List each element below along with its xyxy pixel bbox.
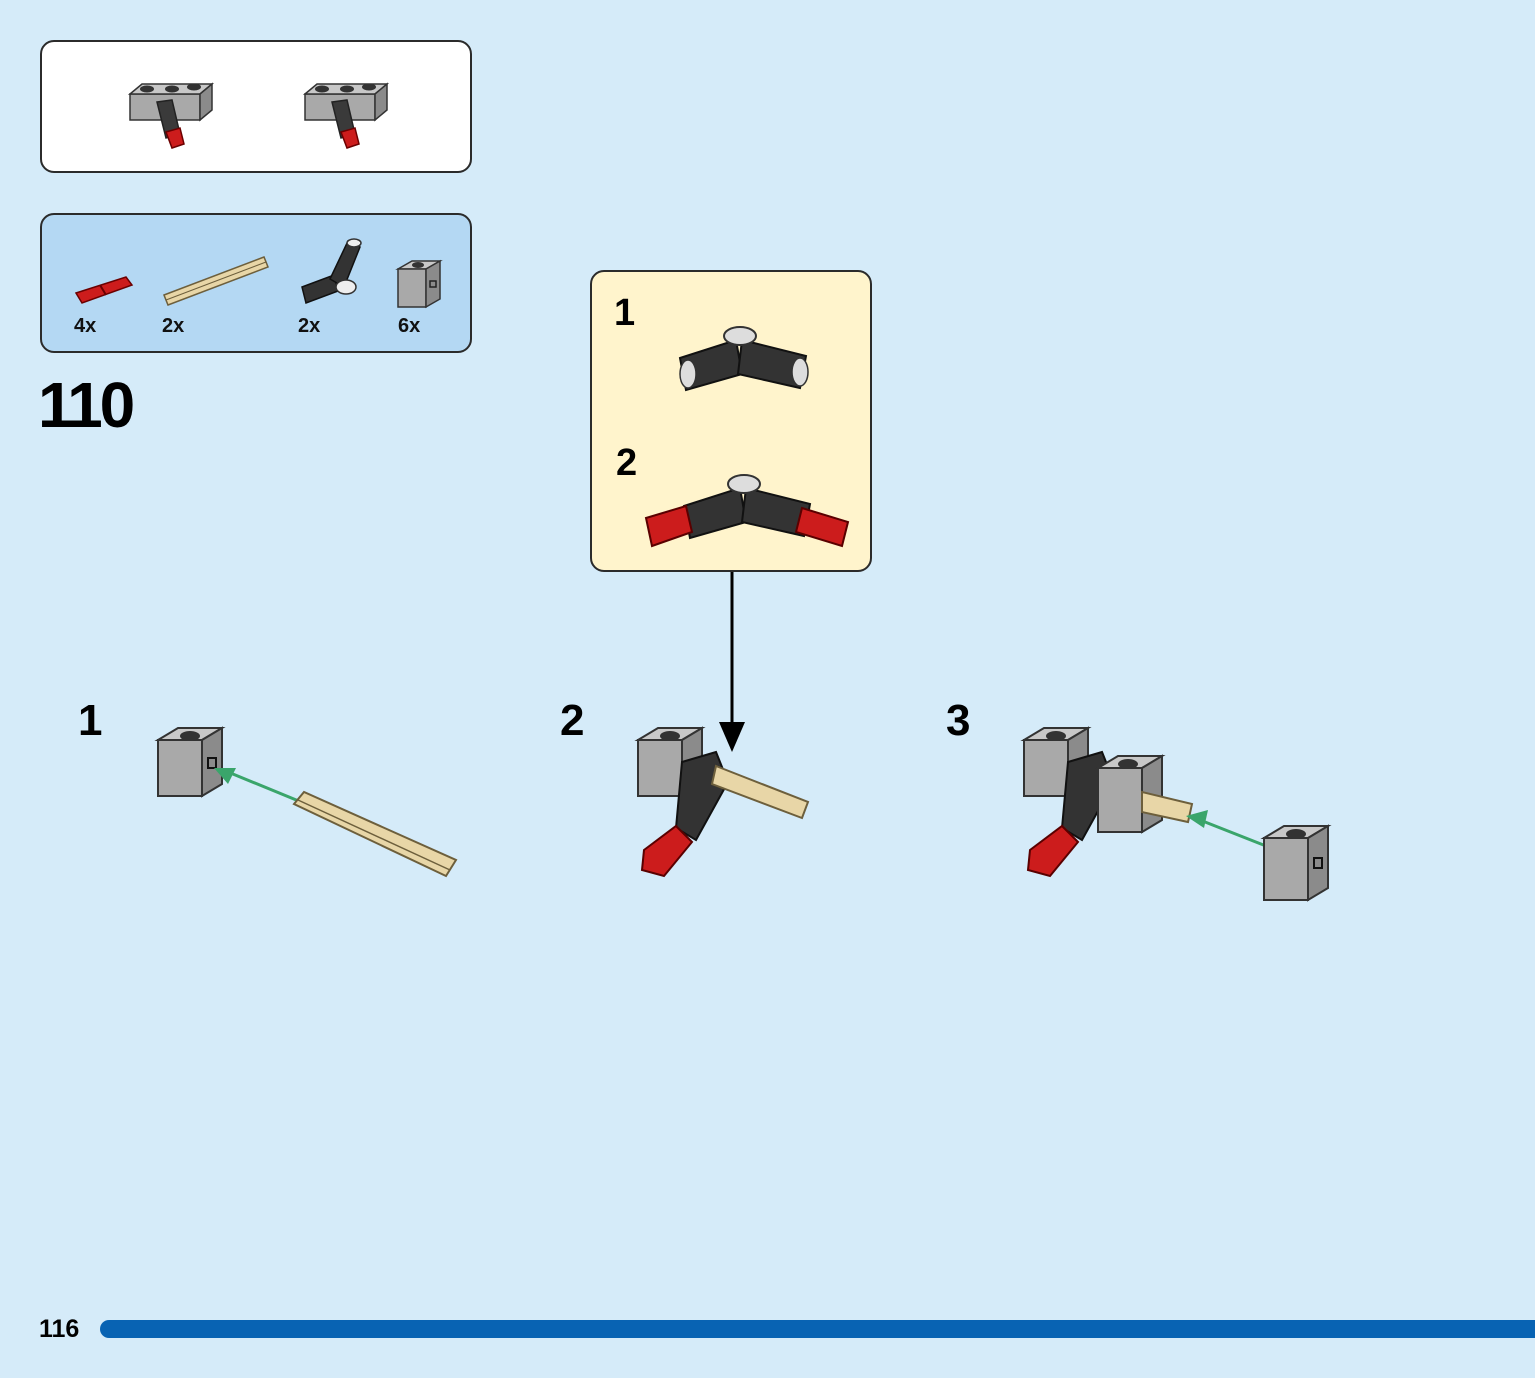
result-preview-box [40,40,472,173]
step3-assembly-icon [1020,726,1194,878]
parts-qty-1: 4x [74,315,97,337]
green-arrow-icon [1186,810,1267,848]
parts-list-box: 4x 2x 2x 6x [40,213,472,353]
parts-qty-3: 2x [298,315,321,337]
gray-technic-brick-icon [395,259,443,309]
callout-step-1: 1 [614,292,636,334]
page-number: 116 [39,1315,80,1343]
parts-qty-2: 2x [162,315,185,337]
gray-technic-brick-icon [154,726,226,798]
step-number: 110 [38,369,135,441]
black-angled-connector-icon [678,326,809,392]
red-axle-pin-icon [74,276,134,304]
callout-step-2: 2 [616,442,638,484]
subassembly-callout: 1 2 [590,270,872,572]
step2-assembly-icon [634,726,810,878]
tan-axle-icon [292,790,458,878]
black-angled-connector-icon [301,238,362,304]
connector-with-red-pins-icon [644,474,850,548]
green-arrow-icon [214,768,307,806]
gray-technic-brick-icon [1260,824,1332,902]
callout-arrow [719,572,745,752]
page-progress-bar [100,1320,1535,1338]
substep-number-2: 2 [560,696,585,745]
result-assembly-icon-2 [302,82,390,149]
result-assembly-icon-1 [127,82,215,149]
parts-qty-4: 6x [398,315,421,337]
substep-number-1: 1 [78,696,103,745]
substep-number-3: 3 [946,696,971,745]
tan-axle-icon [163,256,269,306]
